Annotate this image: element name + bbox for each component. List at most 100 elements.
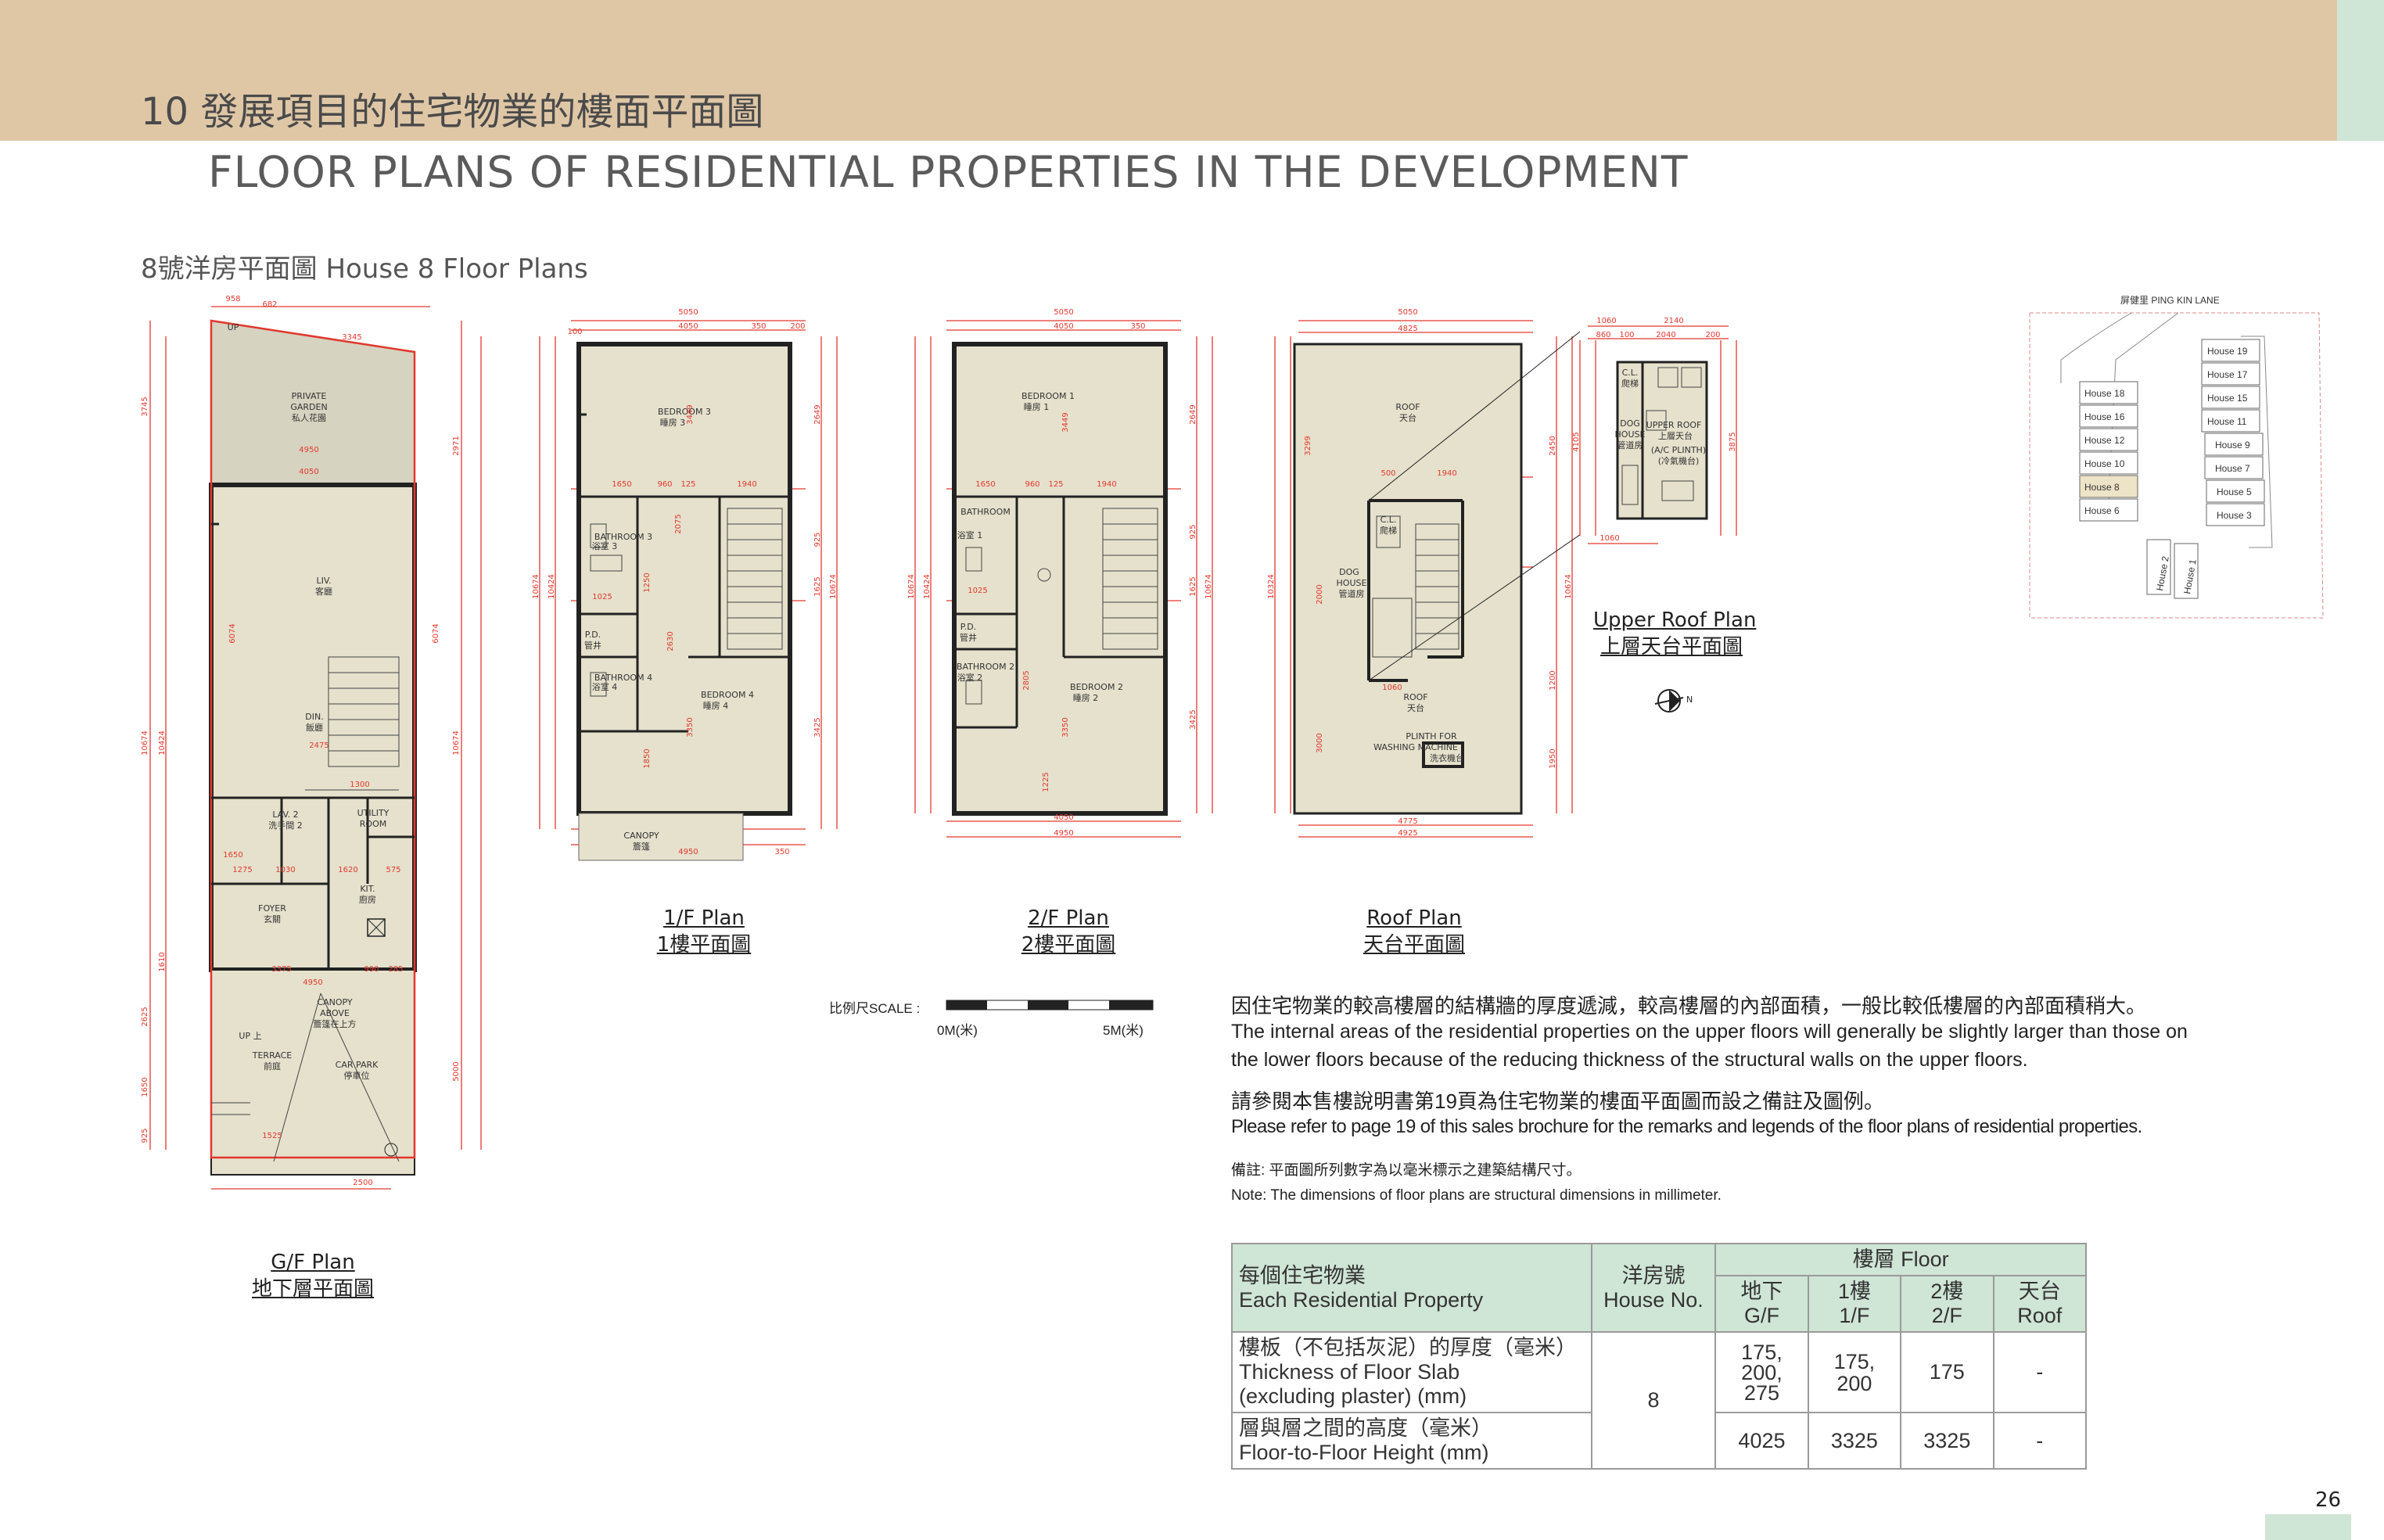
2f-dim: 350 <box>1130 322 1145 331</box>
gf-dim: 1300 <box>350 781 369 789</box>
1f-bed3-label: BEDROOM 3 <box>658 407 711 417</box>
1f-pd-label: P.D. <box>585 630 601 640</box>
2f-bath1-label: BATHROOM <box>960 507 1011 517</box>
page-number: 26 <box>2315 1488 2342 1512</box>
cell-slab-1f: 175, 200 <box>1807 1331 1902 1413</box>
gf-utility-label: UTILITY <box>357 808 390 818</box>
upper-roof-plan-label: Upper Roof Plan 上層天台平面圖 <box>1593 607 1756 660</box>
key-plan-house: House 15 <box>2207 393 2248 404</box>
roof-dim: 1060 <box>1382 684 1402 692</box>
2f-dim: 4050 <box>1054 813 1073 822</box>
1f-dim: 5050 <box>678 308 698 317</box>
1f-canopy-label: CANOPY <box>623 831 659 841</box>
2f-bath1-label-zh: 浴室 1 <box>957 529 983 540</box>
upper-roof-dim: 1060 <box>1596 317 1616 325</box>
upper-roof-dog-label-2: HOUSE <box>1615 429 1646 440</box>
roof-dim: 2000 <box>1316 584 1324 604</box>
key-plan-house: House 18 <box>2084 388 2125 399</box>
1f-dim: 925 <box>813 532 822 547</box>
roof2-label: ROOF <box>1403 692 1427 702</box>
gf-dim: 6074 <box>228 623 237 643</box>
2f-bed2-label-zh: 睡房 2 <box>1073 693 1099 703</box>
gf-dim: 3375 <box>271 965 291 974</box>
gf-dim: 990 <box>364 965 379 974</box>
2f-dim: 3350 <box>1061 717 1070 737</box>
gf-carpark-label: CAR PARK <box>336 1060 379 1070</box>
upper-roof-dim: 3875 <box>1729 432 1737 451</box>
2f-dim: 2649 <box>1189 404 1197 424</box>
note-1-en-line1: The internal areas of the residential pr… <box>1231 1021 2188 1043</box>
roof-dim: 1940 <box>1437 469 1456 478</box>
1f-bath3-label: BATHROOM 3 <box>594 532 652 542</box>
gf-kit-label-zh: 廚房 <box>359 894 376 905</box>
roof-plinth-label-2: WASHING MACHINE <box>1373 742 1458 752</box>
gf-dim: 10674 <box>452 731 461 756</box>
2f-dim: 3425 <box>1189 709 1197 729</box>
2f-dim: 5050 <box>1054 308 1073 317</box>
2f-dim: 960 <box>1025 480 1039 489</box>
upper-roof-cl-label: C.L. <box>1622 368 1639 378</box>
roof-plan-label: Roof Plan 天台平面圖 <box>1336 905 1492 958</box>
key-plan-house: House 12 <box>2084 435 2125 446</box>
gf-terrace-label-zh: 前庭 <box>264 1061 281 1072</box>
gf-liv-label: LIV. <box>317 576 332 586</box>
note-1-zh: 因住宅物業的較高樓層的結構牆的厚度遞減，較高樓層的內部面積，一般比較低樓層的內部… <box>1231 994 2147 1018</box>
upper-roof-ac-label-zh: (冷氣機台) <box>1658 455 1700 466</box>
gf-dim: 1610 <box>158 952 167 971</box>
gf-dim: 1275 <box>232 866 252 874</box>
1f-dim: 2649 <box>813 404 822 424</box>
2f-plan-title-en: 2/F Plan <box>1028 906 1109 930</box>
gf-dim: 1030 <box>275 866 295 874</box>
cell-height-gf: 4025 <box>1714 1412 1809 1470</box>
key-plan-house: House 17 <box>2207 369 2248 380</box>
1f-dim: 1650 <box>612 480 631 489</box>
roof-dim: 4825 <box>1398 325 1417 333</box>
roof-cl-label: C.L. <box>1380 515 1397 525</box>
note-3-en: Note: The dimensions of floor plans are … <box>1231 1187 1722 1204</box>
1f-dim: 1940 <box>737 480 756 489</box>
gf-dim: 285 <box>388 965 403 974</box>
gf-dim: 2971 <box>452 436 461 455</box>
gf-lav-label-zh: 洗手間 2 <box>268 820 303 831</box>
cell-slab-2f: 175 <box>1900 1331 1994 1413</box>
key-plan-house: House 10 <box>2084 458 2125 469</box>
roof-dog-label-2: HOUSE <box>1337 578 1367 588</box>
2f-dim: 10674 <box>907 574 916 599</box>
gf-canopy-label-2: ABOVE <box>320 1008 350 1018</box>
1f-bed4-label-zh: 睡房 4 <box>703 701 729 711</box>
gf-plan-label: G/F Plan 地下層平面圖 <box>235 1249 391 1302</box>
page-title-zh: 10 發展項目的住宅物業的樓面平面圖 <box>141 90 764 134</box>
gf-lav-label: LAV. 2 <box>272 809 298 820</box>
gf-dim: 6074 <box>432 623 440 643</box>
1f-dim: 3449 <box>686 404 695 424</box>
gf-foyer-label: FOYER <box>258 903 286 914</box>
key-plan-house: House 7 <box>2215 463 2250 474</box>
gf-dim: 4950 <box>299 446 318 454</box>
header-band <box>0 0 2337 141</box>
key-plan-house: House 16 <box>2084 411 2125 422</box>
2f-bed1-label: BEDROOM 1 <box>1021 391 1075 401</box>
1f-dim: 350 <box>751 322 766 331</box>
1f-dim: 10674 <box>532 574 540 599</box>
1f-plan-title-en: 1/F Plan <box>663 906 745 930</box>
2f-dim: 1940 <box>1097 480 1116 489</box>
2f-dim: 10674 <box>1205 574 1213 599</box>
1f-dim: 960 <box>657 480 672 489</box>
row-slab-label: 樓板（不包括灰泥）的厚度（毫米） Thickness of Floor Slab… <box>1231 1331 1592 1413</box>
1f-dim: 125 <box>680 480 695 489</box>
table-row: 樓板（不包括灰泥）的厚度（毫米） Thickness of Floor Slab… <box>1231 1331 2088 1470</box>
2f-bed1-label-zh: 睡房 1 <box>1024 402 1050 412</box>
cell-slab-roof: - <box>1992 1331 2088 1413</box>
key-plan-house: House 3 <box>2217 510 2252 521</box>
upper-roof-dog-label-zh: 管道房 <box>1617 440 1643 451</box>
gf-utility-label-2: ROOM <box>360 819 386 829</box>
1f-bed3-label-zh: 睡房 3 <box>660 418 686 428</box>
1f-dim: 2630 <box>666 631 675 651</box>
2f-pd-label: P.D. <box>960 622 976 632</box>
1f-dim: 4950 <box>678 848 698 856</box>
1f-dim: 1850 <box>643 748 652 768</box>
2f-dim: 10424 <box>923 574 932 599</box>
gf-canopy-label-zh: 簷篷在上方 <box>314 1018 357 1029</box>
upper-roof-dim: 860 <box>1596 331 1610 339</box>
